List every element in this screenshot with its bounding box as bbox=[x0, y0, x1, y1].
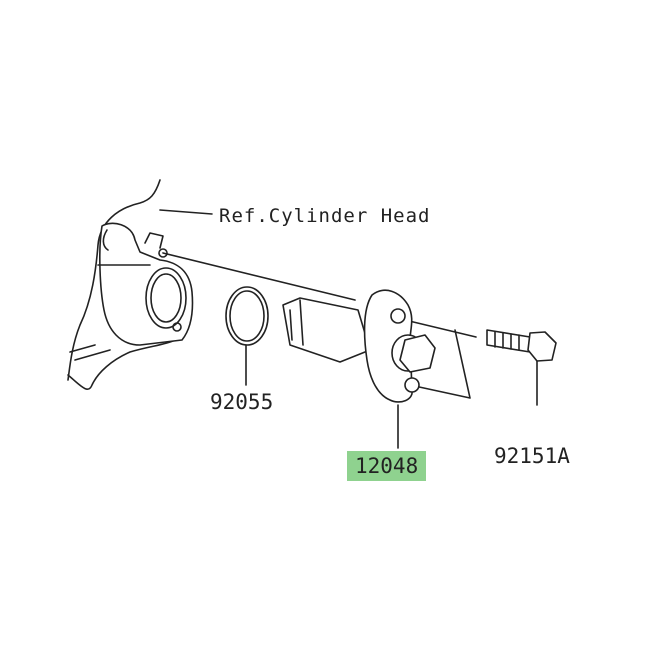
part-number-92151A[interactable]: 92151A bbox=[494, 444, 570, 468]
cylinder-head-drawing bbox=[67, 179, 213, 390]
cam-chain-tensioner-12048-drawing bbox=[282, 289, 436, 449]
reference-label-cylinder-head: Ref.Cylinder Head bbox=[219, 205, 431, 227]
part-number-92055[interactable]: 92055 bbox=[210, 390, 274, 414]
part-number-12048-highlighted[interactable]: 12048 bbox=[347, 451, 427, 481]
o-ring-92055-drawing bbox=[225, 286, 269, 386]
bolt-92151A-drawing bbox=[486, 329, 557, 406]
